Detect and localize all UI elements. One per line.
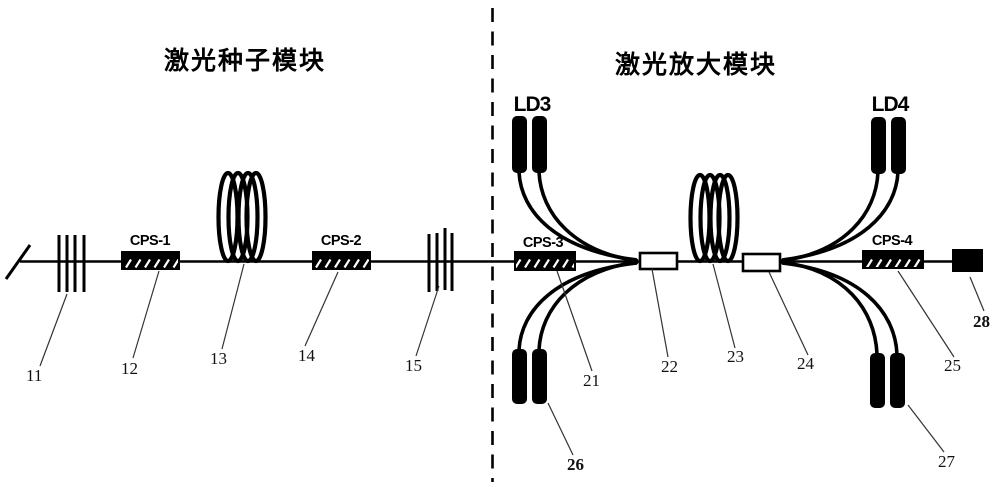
fiber-coil-13 — [216, 170, 268, 264]
leader-line-28 — [969, 276, 985, 312]
ref-number-15: 15 — [405, 356, 422, 375]
ld3-label: LD3 — [514, 93, 551, 116]
leader-line-24 — [768, 271, 809, 356]
amplifier-module-title: 激光放大模块 — [615, 50, 777, 79]
ref-number-25: 25 — [944, 356, 961, 375]
leader-line-27 — [907, 404, 945, 453]
pump-diode-bar — [512, 349, 527, 404]
ref-number-24: 24 — [797, 354, 815, 373]
pump-diode-bar — [871, 117, 886, 174]
fiber-coil-23 — [688, 172, 740, 264]
ref-number-11: 11 — [26, 366, 42, 385]
cps1-component: CPS-1 — [121, 233, 180, 270]
ld3-pump-diodes: LD3 — [512, 93, 552, 173]
pump-diode-bar — [891, 117, 906, 174]
pump-diode-bar — [512, 116, 527, 173]
pump-fiber-curves-right — [780, 171, 900, 355]
pump-diodes-26 — [512, 349, 547, 404]
leader-line-21 — [556, 270, 593, 372]
ref-number-22: 22 — [661, 357, 678, 376]
pump-diodes-27 — [870, 353, 905, 408]
seed-module-title: 激光种子模块 — [164, 46, 326, 75]
leader-line-15 — [415, 285, 440, 357]
cps2-component: CPS-2 — [312, 233, 371, 270]
ref-number-26: 26 — [567, 455, 584, 474]
ld4-pump-diodes: LD4 — [871, 93, 911, 174]
ld4-label: LD4 — [872, 93, 910, 116]
fiber-end-slash — [4, 244, 32, 280]
pump-diode-bar — [532, 116, 547, 173]
pump-diode-bar — [870, 353, 885, 408]
leader-line-22 — [651, 268, 669, 358]
cps2-label: CPS-2 — [321, 233, 362, 249]
leader-line-11 — [39, 293, 68, 367]
output-terminator-28 — [952, 249, 983, 272]
ref-number-14: 14 — [298, 346, 316, 365]
leader-line-14 — [304, 271, 339, 347]
leader-line-25 — [897, 270, 955, 358]
fiber-grating-15 — [427, 228, 454, 292]
combiner-22 — [638, 251, 679, 271]
combiner-24 — [741, 252, 782, 273]
cps4-label: CPS-4 — [872, 233, 913, 249]
cps4-component: CPS-4 — [862, 233, 924, 269]
leader-line-13 — [221, 263, 245, 350]
leader-lines — [39, 263, 985, 456]
ref-number-21: 21 — [583, 371, 600, 390]
reference-numbers: 11 12 13 14 15 21 22 23 24 25 26 27 28 — [26, 312, 990, 474]
ref-number-13: 13 — [210, 349, 227, 368]
ref-number-28: 28 — [973, 312, 990, 331]
leader-line-12 — [132, 270, 160, 359]
pump-diode-bar — [532, 349, 547, 404]
leader-line-23 — [712, 263, 736, 349]
leader-line-26 — [547, 402, 574, 456]
cps3-component: CPS-3 — [514, 235, 576, 271]
cps3-label: CPS-3 — [523, 235, 564, 251]
cps1-label: CPS-1 — [130, 233, 171, 249]
ref-number-23: 23 — [727, 347, 744, 366]
fiber-grating-11 — [57, 235, 86, 292]
pump-diode-bar — [890, 353, 905, 408]
ref-number-27: 27 — [938, 452, 956, 471]
ref-number-12: 12 — [121, 359, 138, 378]
